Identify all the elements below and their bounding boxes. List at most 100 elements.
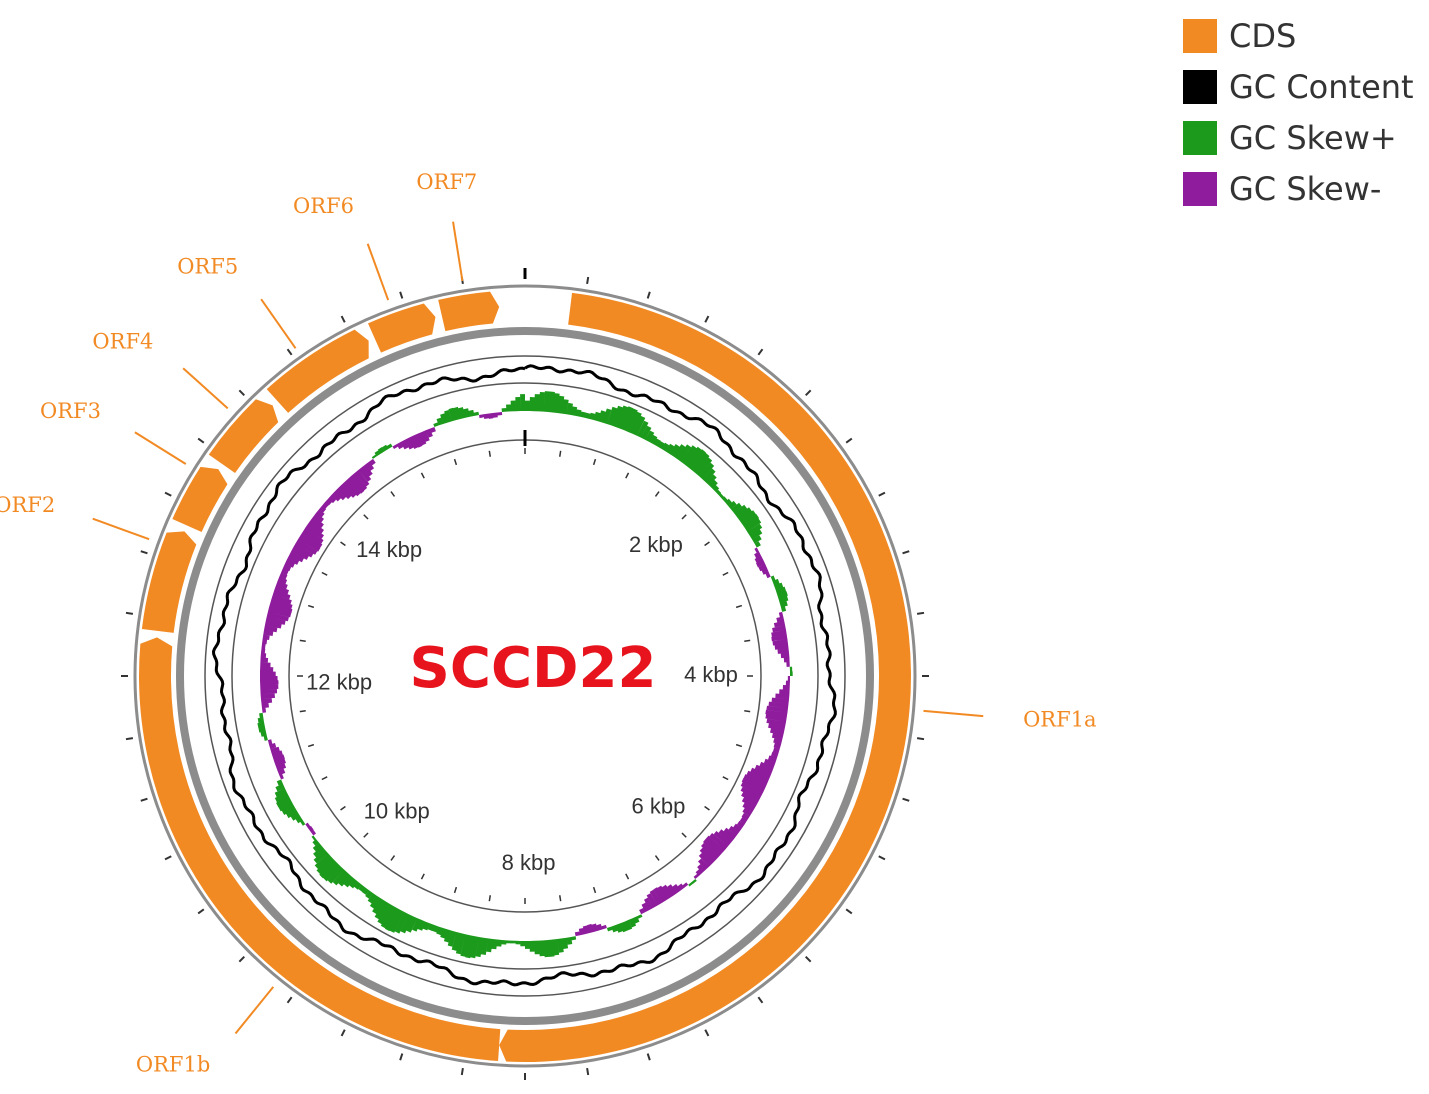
outer-tick bbox=[704, 315, 710, 323]
legend-item-cds: CDS bbox=[1183, 10, 1414, 61]
inner-tick bbox=[722, 776, 729, 781]
tick-marks bbox=[121, 268, 929, 1080]
orf-leader-orf6 bbox=[366, 243, 390, 301]
outer-tick bbox=[125, 737, 134, 741]
cds-arc-orf3 bbox=[172, 466, 228, 533]
inner-tick bbox=[340, 805, 346, 811]
kbp-label-14: 14 kbp bbox=[356, 537, 422, 562]
outer-tick bbox=[902, 550, 910, 555]
outer-tick bbox=[286, 348, 293, 356]
inner-tick bbox=[488, 450, 492, 457]
inner-tick bbox=[704, 805, 710, 811]
outer-tick bbox=[704, 1029, 710, 1037]
inner-tick bbox=[722, 571, 729, 576]
outer-tick bbox=[845, 437, 853, 444]
orf-label-orf1a: ORF1a bbox=[1023, 708, 1096, 732]
cds-arc-orf5 bbox=[266, 329, 369, 413]
inner-tick bbox=[625, 472, 630, 479]
outer-tick bbox=[916, 737, 925, 741]
outer-tick bbox=[197, 908, 205, 915]
inner-tick bbox=[321, 571, 328, 576]
inner-tick bbox=[558, 895, 562, 902]
outer-tick bbox=[164, 491, 172, 497]
orf-leader-orf1a bbox=[923, 709, 984, 718]
cds-arc-orf1b bbox=[138, 637, 501, 1062]
inner-tick bbox=[592, 458, 597, 466]
inner-tick bbox=[299, 709, 306, 713]
legend-item-gc-content: GC Content bbox=[1183, 61, 1414, 112]
legend-item-gc-skew-plus: GC Skew+ bbox=[1183, 112, 1414, 163]
map-rings bbox=[133, 284, 917, 1068]
outer-tick bbox=[238, 956, 245, 963]
orf-label-orf4: ORF4 bbox=[92, 329, 153, 353]
outer-tick bbox=[399, 1053, 404, 1061]
outer-tick bbox=[399, 291, 404, 299]
inner-tick bbox=[363, 514, 369, 520]
orf-leader-orf7 bbox=[452, 221, 464, 282]
orf-label-orf7: ORF7 bbox=[416, 170, 477, 194]
inner-tick bbox=[340, 541, 346, 547]
inner-tick bbox=[625, 873, 630, 880]
outer-tick bbox=[586, 276, 590, 285]
gc-content-line bbox=[211, 364, 837, 987]
inner-tick bbox=[744, 639, 751, 643]
inner-tick bbox=[735, 604, 743, 609]
inner-tick bbox=[420, 472, 425, 479]
outer-tick bbox=[238, 389, 245, 396]
outer-tick bbox=[460, 1067, 464, 1076]
legend-item-gc-skew-minus: GC Skew- bbox=[1183, 163, 1414, 214]
inner-tick bbox=[420, 873, 425, 880]
outer-tick bbox=[878, 491, 886, 497]
outer-tick bbox=[340, 1029, 346, 1037]
outer-tick bbox=[646, 1053, 651, 1061]
inner-tick bbox=[390, 855, 396, 861]
legend-label-gc-content: GC Content bbox=[1229, 67, 1414, 106]
inner-tick bbox=[654, 491, 660, 497]
orf-label-orf2: ORF2 bbox=[0, 493, 55, 517]
kbp-label-10: 10 kbp bbox=[364, 799, 430, 824]
genome-title: SCCD22 bbox=[410, 636, 657, 701]
outer-tick bbox=[805, 956, 812, 963]
inner-tick bbox=[363, 832, 369, 838]
outer-tick bbox=[140, 797, 148, 802]
inner-tick bbox=[704, 541, 710, 547]
kbp-label-6: 6 kbp bbox=[631, 794, 685, 819]
outer-tick bbox=[125, 611, 134, 615]
legend-label-gc-skew-plus: GC Skew+ bbox=[1229, 118, 1397, 157]
outer-tick bbox=[902, 797, 910, 802]
inner-tick bbox=[453, 458, 458, 466]
inner-tick bbox=[488, 895, 492, 902]
backbone-ring bbox=[176, 327, 874, 1025]
outer-tick bbox=[805, 389, 812, 396]
cds-arc-orf4 bbox=[208, 399, 279, 473]
kbp-label-2: 2 kbp bbox=[629, 532, 683, 557]
gc-content-track bbox=[211, 364, 837, 987]
inner-tick bbox=[390, 491, 396, 497]
gc-outer-ring bbox=[204, 355, 846, 997]
orf-label-orf3: ORF3 bbox=[40, 399, 101, 423]
outer-tick bbox=[757, 996, 764, 1004]
inner-tick bbox=[735, 743, 743, 748]
orf-label-orf1b: ORF1b bbox=[136, 1053, 210, 1077]
inner-tick bbox=[307, 743, 315, 748]
orf-label-orf5: ORF5 bbox=[177, 254, 238, 278]
legend-swatch-gc-content bbox=[1183, 69, 1217, 104]
inner-tick bbox=[299, 639, 306, 643]
inner-tick bbox=[558, 450, 562, 457]
outer-tick bbox=[845, 908, 853, 915]
inner-tick bbox=[681, 514, 687, 520]
inner-tick bbox=[654, 855, 660, 861]
outer-tick bbox=[878, 855, 886, 861]
legend: CDS GC Content GC Skew+ GC Skew- bbox=[1183, 10, 1414, 214]
inner-tick bbox=[453, 886, 458, 894]
inner-tick bbox=[592, 886, 597, 894]
outer-tick bbox=[164, 855, 172, 861]
orf-leader-orf2 bbox=[92, 517, 150, 541]
outer-tick bbox=[286, 996, 293, 1004]
orf-leader-orf1b bbox=[234, 986, 275, 1035]
cds-arc-orf2 bbox=[141, 531, 197, 633]
orf-leader-orf3 bbox=[134, 431, 187, 465]
legend-label-gc-skew-minus: GC Skew- bbox=[1229, 169, 1382, 208]
kbp-label-12: 12 kbp bbox=[306, 669, 372, 694]
